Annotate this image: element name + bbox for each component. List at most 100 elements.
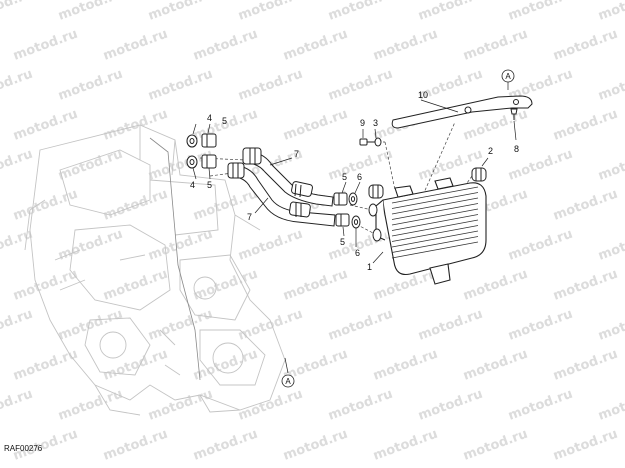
watermark-text: motod.ru (101, 267, 170, 304)
watermark-text: motod.ru (146, 0, 215, 24)
watermark-text: motod.ru (416, 307, 485, 344)
watermark-text: motod.ru (191, 27, 260, 64)
watermark-text: motod.ru (551, 107, 620, 144)
watermark-text: motod.ru (506, 307, 575, 344)
callout-3: 3 (373, 118, 378, 128)
watermark-text: motod.ru (551, 27, 620, 64)
watermark-text: motod.ru (461, 347, 530, 384)
callout-5-bottom: 5 (207, 180, 212, 190)
watermark-text: motod.ru (0, 67, 35, 104)
screw-and-washer (359, 137, 382, 147)
watermark-text: motod.ru (146, 227, 215, 264)
watermark-text: motod.ru (551, 267, 620, 304)
watermark-text: motod.ru (596, 307, 625, 344)
watermark-text: motod.ru (56, 67, 125, 104)
callout-6-top: 6 (357, 172, 362, 182)
watermark-text: motod.ru (0, 387, 35, 424)
watermark-text: motod.ru (416, 0, 485, 24)
callout-1: 1 (367, 262, 372, 272)
watermark-text: motod.ru (551, 347, 620, 384)
callout-5-lower: 5 (340, 237, 345, 247)
radiator-fin (391, 241, 479, 259)
watermark-text: motod.ru (101, 107, 170, 144)
radiator-fin (391, 230, 479, 248)
watermark-text: motod.ru (11, 107, 80, 144)
watermark-text: motod.ru (146, 307, 215, 344)
reference-marker-top-label: A (505, 72, 511, 81)
callout-4-bottom: 4 (190, 180, 195, 190)
reference-marker-bottom-label: A (285, 377, 291, 386)
watermark-text: motod.ru (236, 387, 305, 424)
callout-10: 10 (418, 90, 428, 100)
watermark-text: motod.ru (0, 227, 35, 264)
oil-hose-upper (242, 147, 334, 207)
oil-cooler-radiator (375, 177, 487, 285)
reference-marker-top: A (501, 69, 515, 83)
watermark-text: motod.ru (371, 347, 440, 384)
watermark-text: motod.ru (56, 227, 125, 264)
callout-6-bottom: 6 (355, 248, 360, 258)
reference-marker-bottom: A (281, 374, 295, 388)
watermark-text: motod.ru (371, 27, 440, 64)
watermark-text: motod.ru (281, 107, 350, 144)
watermark-text: motod.ru (596, 67, 625, 104)
callout-7-top: 7 (294, 149, 299, 159)
watermark-text: motod.ru (326, 67, 395, 104)
bolt (510, 108, 518, 120)
watermark-text: motod.ru (596, 387, 625, 424)
engine-frame-line (149, 137, 201, 381)
watermark-text: motod.ru (506, 0, 575, 24)
leader-lines (192, 82, 517, 374)
watermark-text: motod.ru (0, 147, 35, 184)
watermark-text: motod.ru (326, 0, 395, 24)
watermark-text: motod.ru (506, 227, 575, 264)
right-fittings (333, 192, 361, 229)
radiator-fin (391, 197, 479, 215)
watermark-text: motod.ru (56, 307, 125, 344)
watermark-text: motod.ru (191, 427, 260, 464)
radiator-fin (391, 186, 479, 204)
watermark-text: motod.ru (236, 0, 305, 24)
watermark-text: motod.ru (596, 227, 625, 264)
callout-7-bottom: 7 (247, 212, 252, 222)
watermark-text: motod.ru (56, 0, 125, 24)
watermark-text: motod.ru (281, 267, 350, 304)
watermark-text: motod.ru (461, 27, 530, 64)
watermark-text: motod.ru (11, 347, 80, 384)
watermark-text: motod.ru (236, 307, 305, 344)
radiator-fin (391, 203, 479, 220)
radiator-fin (391, 192, 479, 209)
rubber-grommets (368, 167, 487, 199)
watermark-text: motod.ru (416, 387, 485, 424)
watermark-text: motod.ru (11, 187, 80, 224)
watermark-text: motod.ru (506, 387, 575, 424)
left-fittings (186, 133, 217, 169)
watermark-text: motod.ru (146, 387, 215, 424)
watermark-text: motod.ru (101, 27, 170, 64)
radiator-fin (391, 219, 479, 237)
watermark-text: motod.ru (11, 267, 80, 304)
callout-8: 8 (514, 144, 519, 154)
callout-5-top: 5 (222, 116, 227, 126)
watermark-text: motod.ru (281, 427, 350, 464)
watermark-text: motod.ru (461, 427, 530, 464)
callout-4-top: 4 (207, 113, 212, 123)
watermark-text: motod.ru (371, 427, 440, 464)
callout-5-right: 5 (342, 172, 347, 182)
watermark-text: motod.ru (146, 67, 215, 104)
watermark-text: motod.ru (596, 0, 625, 24)
engine-block-outline (24, 124, 286, 416)
watermark-text: motod.ru (11, 27, 80, 64)
radiator-inlets (368, 203, 382, 242)
watermark-text: motod.ru (461, 267, 530, 304)
watermark-text: motod.ru (101, 427, 170, 464)
radiator-fin (391, 214, 479, 231)
drawing-code-label: RAF00276 (4, 444, 43, 453)
callout-2-right: 2 (488, 146, 493, 156)
watermark-text: motod.ru (326, 387, 395, 424)
callout-9: 9 (360, 118, 365, 128)
oil-hose-lower (227, 162, 336, 227)
